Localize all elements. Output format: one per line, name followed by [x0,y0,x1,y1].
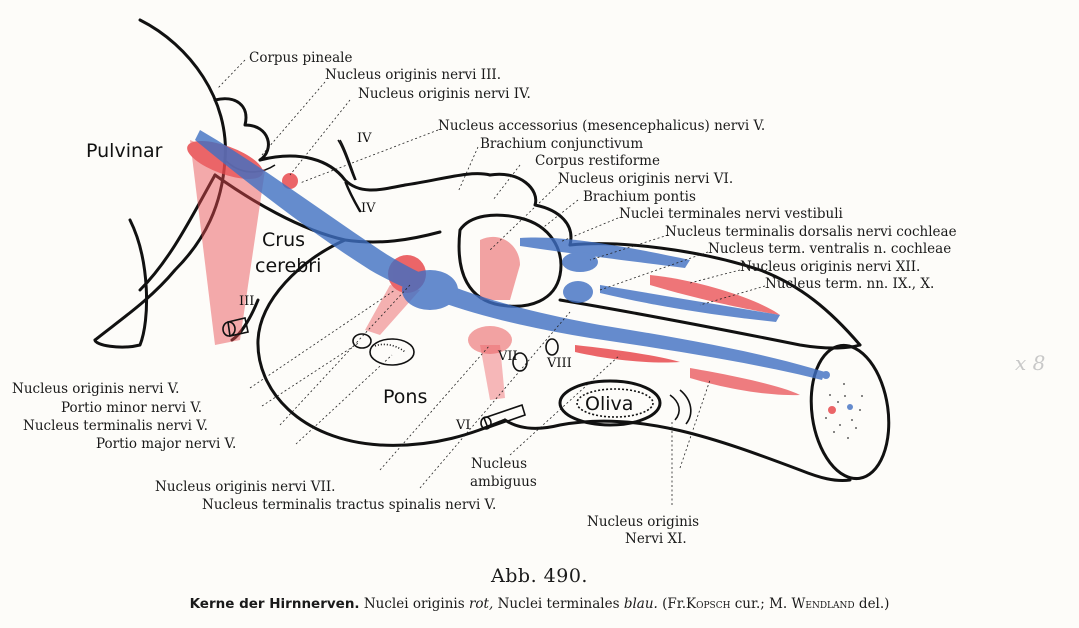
label-nucleus-originis-xii: Nucleus originis nervi XII. [740,259,920,275]
label-brachium-conjunctivum: Brachium conjunctivum [480,136,643,152]
terminal-nuclei-blue [195,130,853,410]
label-nucleus-ventralis-cochleae: Nucleus term. ventralis n. cochleae [708,241,951,257]
nerve-vii-label: VII [497,349,518,364]
pulvinar-label: Pulvinar [86,140,163,162]
label-nuclei-terminales-vestibuli: Nuclei terminales nervi vestibuli [619,206,844,222]
nerve-iv-label-top: IV [357,131,372,146]
caption-blau: blau. [623,596,658,612]
label-nucleus-ambiguus-2: ambiguus [470,474,537,490]
nerve-vi-label: VI [455,418,471,433]
nucleus-iii [282,173,298,189]
caption-text-2: Nuclei terminales [497,596,620,612]
label-nucleus-term-ix-x: Nucleus term. nn. IX., X. [765,276,934,292]
margin-note: x 8 [1015,351,1045,375]
oliva-label: Oliva [585,393,633,415]
brainstem-outline [93,18,891,482]
caption-credit-2: cur.; M. [734,596,788,612]
caption-title: Kerne der Hirnnerven. [189,596,360,612]
cut-surface-stipple [825,383,863,439]
caption-text-1: Nuclei originis [363,596,465,612]
caption-credit-1: (Fr. [662,596,687,612]
label-nucleus-originis-iii: Nucleus originis nervi III. [325,67,501,83]
nerve-roots [222,139,559,430]
nerve-labels: III IV IV VI VII VIII [239,131,572,433]
figure-number: Abb. 490. [491,565,588,587]
nucleus-v-red-bundle [190,140,265,345]
label-nucleus-originis-xi-2: Nervi XI. [625,531,687,547]
label-corpus-pineale: Corpus pineale [249,50,352,66]
label-nucleus-tractus-spinalis-v: Nucleus terminalis tractus spinalis nerv… [202,497,496,513]
nucleus-vii [468,326,512,354]
structure-labels: Pulvinar Crus cerebri Pons Oliva [86,140,633,415]
nucleus-xi [690,368,800,396]
nucleus-vi-fan [480,236,520,300]
caption-credit-3: del.) [858,596,890,612]
label-portio-major-v: Portio major nervi V. [96,436,236,452]
figure-caption: Kerne der Hirnnerven. Nuclei originis ro… [0,596,1079,612]
label-portio-minor-v: Portio minor nervi V. [61,400,202,416]
label-brachium-pontis: Brachium pontis [583,189,696,205]
crus-label-1: Crus [262,229,305,251]
crus-label-2: cerebri [255,255,321,277]
nerve-iii-label: III [239,294,254,309]
brainstem-diagram: Pulvinar Crus cerebri Pons Oliva III IV … [12,18,1045,547]
label-nucleus-dorsalis-cochleae: Nucleus terminalis dorsalis nervi cochle… [665,224,957,240]
label-nucleus-ambiguus-1: Nucleus [471,456,527,472]
label-nucleus-originis-vi: Nucleus originis nervi VI. [558,171,733,187]
leader-lines [217,59,766,505]
nerve-viii-label: VIII [546,356,572,371]
nuclei-vestibuli [520,237,690,268]
annotation-labels: Corpus pineale Nucleus originis nervi II… [12,50,957,547]
pons-label: Pons [383,386,427,408]
caption-rot: rot, [468,596,494,612]
label-nucleus-originis-vii: Nucleus originis nervi VII. [155,479,335,495]
caption-wendland: Wendland [791,596,855,612]
nucleus-ambiguus [575,345,680,363]
nucleus-cochleae-ventralis [563,281,593,303]
label-nucleus-accessorius-v: Nucleus accessorius (mesencephalicus) ne… [438,118,765,134]
nucleus-ix-x [600,285,780,322]
nucleus-xii [650,275,780,315]
nucleus-cochleae-dorsalis [562,252,598,272]
caption-kopsch: Kopsch [686,596,731,612]
label-nucleus-originis-xi-1: Nucleus originis [587,514,699,530]
nerve-iv-label-bottom: IV [361,201,376,216]
label-nucleus-originis-v: Nucleus originis nervi V. [12,381,179,397]
label-nucleus-originis-iv: Nucleus originis nervi IV. [358,86,531,102]
label-nucleus-terminalis-v: Nucleus terminalis nervi V. [23,418,208,434]
label-corpus-restiforme: Corpus restiforme [535,153,660,169]
